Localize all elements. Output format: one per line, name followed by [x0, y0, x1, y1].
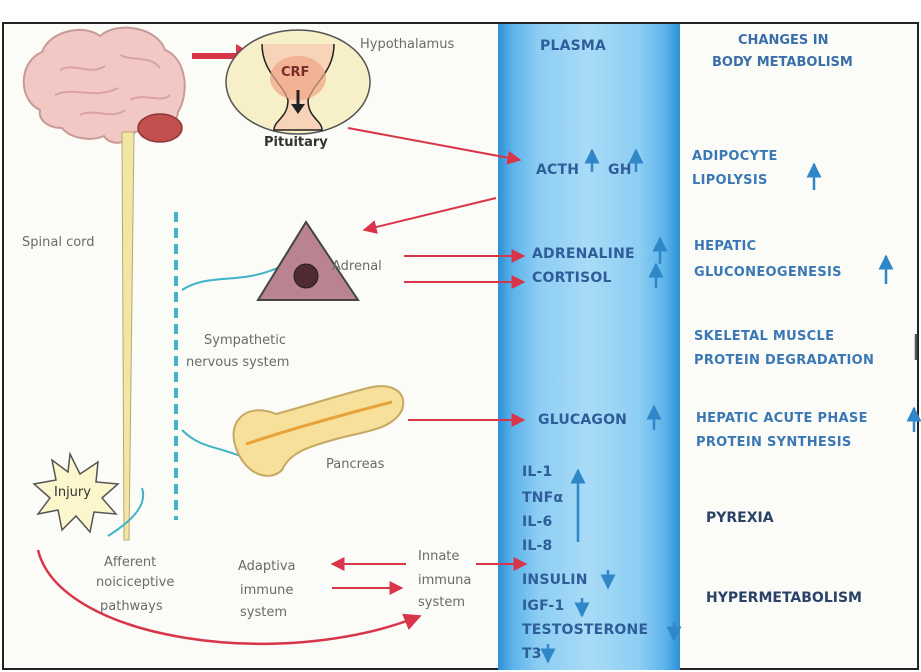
brain-icon: [24, 28, 185, 143]
protein-synthesis-label: PROTEIN SYNTHESIS: [696, 436, 852, 451]
sympathetic-label-2: nervous system: [186, 356, 289, 371]
igf1-label: IGF-1: [522, 598, 564, 614]
adaptive-label-2: immune: [240, 584, 293, 599]
afferent-label-1: Afferent: [104, 556, 156, 571]
pyrexia-label: PYREXIA: [706, 510, 774, 526]
insulin-label: INSULIN: [522, 572, 588, 588]
protein-degradation-label: PROTEIN DEGRADATION: [694, 354, 874, 369]
adaptive-label-3: system: [240, 606, 287, 621]
spinal-cord-label: Spinal cord: [22, 236, 95, 251]
tnf-label: TNFα: [522, 490, 563, 506]
gluconeogenesis-label: GLUCONEOGENESIS: [694, 266, 842, 281]
adaptive-label-1: Adaptiva: [238, 560, 296, 575]
plasma-title: PLASMA: [540, 38, 606, 54]
afferent-label-2: noiciceptive: [96, 576, 174, 591]
metabolism-title-1: CHANGES IN: [738, 34, 829, 49]
pituitary-label: Pituitary: [264, 136, 328, 151]
il6-label: IL-6: [522, 514, 552, 530]
crf-label: CRF: [281, 66, 309, 81]
innate-label-2: immuna: [418, 574, 471, 589]
testosterone-label: TESTOSTERONE: [522, 622, 648, 638]
adrenal-label: Adrenal: [332, 260, 382, 275]
cortisol-label: CORTISOL: [532, 270, 612, 286]
pituitary-acth-arrow: [348, 128, 520, 160]
spinal-cord-shape: [122, 132, 134, 540]
adrenaline-label: ADRENALINE: [532, 246, 635, 262]
metabolism-title-2: BODY METABOLISM: [712, 56, 853, 71]
hypermetabolism-label: HYPERMETABOLISM: [706, 590, 862, 606]
hypothalamus-label: Hypothalamus: [360, 38, 454, 53]
innate-label-3: system: [418, 596, 465, 611]
il1-label: IL-1: [522, 464, 552, 480]
afferent-label-3: pathways: [100, 600, 163, 615]
plasma-adrenal-arrow: [364, 198, 496, 230]
hepatic-label: HEPATIC: [694, 240, 757, 255]
glucagon-label: GLUCAGON: [538, 412, 627, 428]
lipolysis-label: LIPOLYSIS: [692, 174, 768, 189]
t3-label: T3: [522, 646, 542, 662]
skeletal-muscle-label: SKELETAL MUSCLE: [694, 330, 834, 345]
gh-label: GH: [608, 162, 632, 178]
acth-label: ACTH: [536, 162, 579, 178]
innate-label-1: Innate: [418, 550, 459, 565]
injury-label: Injury: [54, 486, 91, 501]
sympathetic-label-1: Sympathetic: [204, 334, 286, 349]
acute-phase-label: HEPATIC ACUTE PHASE: [696, 412, 868, 427]
adipocyte-label: ADIPOCYTE: [692, 150, 778, 165]
nerve-to-pancreas: [182, 430, 240, 456]
il8-label: IL-8: [522, 538, 552, 554]
pancreas-label: Pancreas: [326, 458, 384, 473]
